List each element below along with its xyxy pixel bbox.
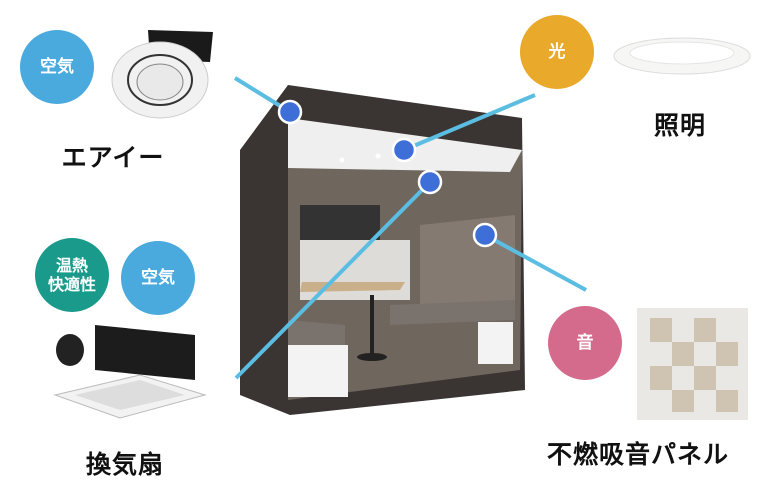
sound-badge: 音 [548, 306, 622, 380]
air-vent-image [111, 30, 213, 119]
acoustic-panel-photo [637, 308, 748, 420]
thermal-line-2: 快適性 [47, 275, 96, 294]
thermal-line-1: 温熱 [55, 255, 88, 275]
light-badge: 光 [520, 15, 594, 89]
light-label: 照明 [653, 111, 707, 140]
air-vent-marker [277, 99, 303, 125]
ventilation-fan-image [53, 325, 207, 419]
panel-label: 不燃吸音パネル [546, 440, 730, 469]
light-marker [391, 137, 417, 163]
air-badge: 空気 [20, 30, 94, 104]
fan-air-badge: 空気 [121, 241, 195, 315]
fan-label: 換気扇 [85, 450, 165, 479]
leader-lines [233, 76, 587, 380]
booth-image [240, 85, 525, 415]
thermal-comfort-badge: 温熱 快適性 [35, 238, 109, 312]
fan-marker [417, 169, 443, 195]
air-vent-label: エアイー [61, 143, 165, 172]
panel-marker [472, 222, 498, 248]
